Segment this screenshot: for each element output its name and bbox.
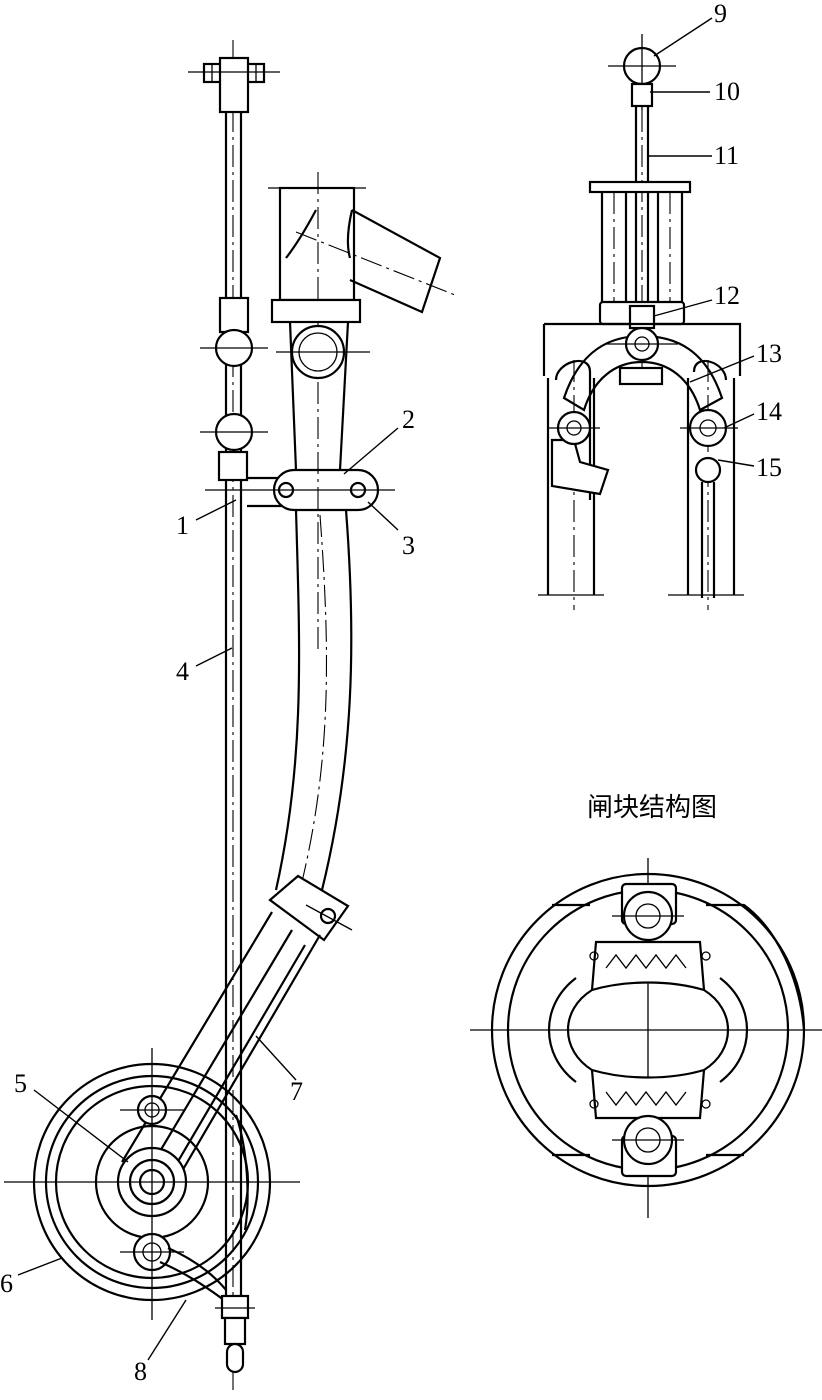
label-11: 11 — [714, 141, 739, 170]
rod-top-fitting — [188, 56, 280, 114]
label-12: 12 — [714, 281, 740, 310]
label-3: 3 — [402, 531, 415, 560]
vertical-rod — [634, 106, 650, 390]
brake-block-detail: 闸块结构图 — [470, 793, 822, 1218]
fork-tube — [274, 509, 353, 891]
top-pivot — [612, 882, 684, 942]
label-15: 15 — [756, 453, 782, 482]
leader-lines — [17, 17, 755, 1361]
bottom-pivot — [612, 1114, 684, 1178]
lower-clamp — [268, 874, 353, 942]
label-7: 7 — [290, 1077, 303, 1106]
label-13: 13 — [756, 339, 782, 368]
brake-shoe-right — [680, 408, 738, 598]
label-1: 1 — [176, 511, 189, 540]
label-4: 4 — [176, 657, 189, 686]
label-9: 9 — [714, 0, 727, 28]
upper-shoe — [589, 940, 711, 992]
label-10: 10 — [714, 77, 740, 106]
brake-drum — [4, 1048, 300, 1320]
guide-tubes — [588, 180, 692, 326]
right-top-assembly — [538, 34, 744, 610]
rod-clamps — [200, 296, 268, 482]
label-5: 5 — [14, 1069, 27, 1098]
brake-shoe-left — [548, 410, 610, 496]
bracket-clamp — [205, 468, 395, 512]
figure-caption: 闸块结构图 — [587, 793, 717, 823]
rod-bottom-fitting — [215, 1294, 255, 1374]
left-assembly — [4, 40, 456, 1390]
top-ball — [608, 34, 676, 110]
lower-shoe — [589, 1068, 711, 1120]
label-6: 6 — [0, 1269, 13, 1298]
part-labels: 1 2 3 4 5 6 7 8 9 10 11 12 13 14 15 — [0, 0, 782, 1386]
label-8: 8 — [134, 1357, 147, 1386]
yoke — [542, 304, 742, 412]
label-14: 14 — [756, 397, 782, 426]
pull-rod — [224, 40, 243, 1390]
label-2: 2 — [402, 405, 415, 434]
head-tube — [268, 172, 456, 650]
